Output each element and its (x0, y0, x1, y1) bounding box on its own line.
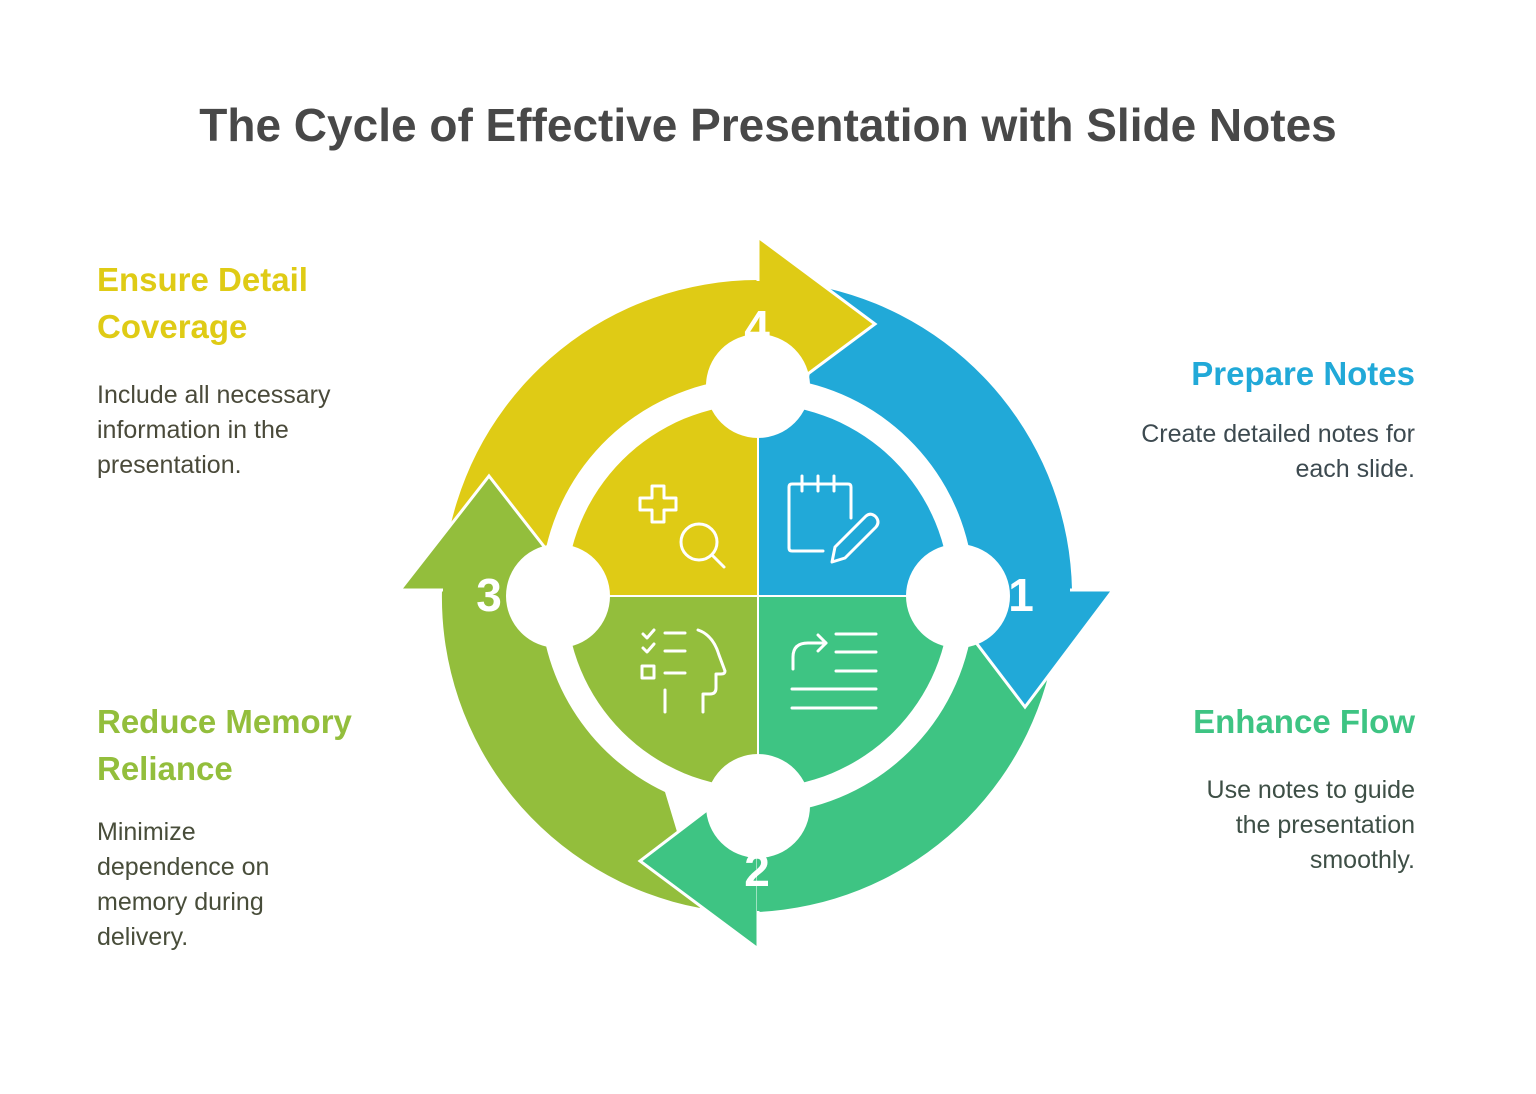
step-2-description: Use notes to guide the presentation smoo… (1206, 776, 1415, 874)
notch-top (706, 334, 810, 438)
step-3-arc (441, 590, 700, 908)
step-2-heading: Enhance Flow (1193, 703, 1415, 740)
step-4-description: Include all necessary information in the… (97, 381, 331, 479)
seam-fill-2 (757, 816, 765, 911)
step-1-description: Create detailed notes for each slide. (1141, 420, 1415, 483)
step-1-arc (808, 288, 1072, 590)
step-4-arc (450, 280, 758, 548)
step-3-description: Minimize dependence on memory during del… (97, 818, 270, 951)
quadrant-3 (566, 597, 757, 788)
step-4-number: 4 (744, 301, 770, 353)
page-title: The Cycle of Effective Presentation with… (199, 99, 1337, 151)
inner-quadrants (506, 334, 1010, 858)
step-3-number: 3 (476, 569, 502, 621)
seam-fill-3 (443, 588, 537, 594)
step-4-text: Ensure Detail Coverage Include all neces… (97, 256, 397, 483)
checklist-head-icon (640, 628, 727, 714)
seam-fill-1 (976, 586, 1070, 592)
quadrant-2 (759, 597, 950, 788)
step-1-text: Prepare Notes Create detailed notes for … (1095, 350, 1415, 487)
notch-right (906, 544, 1010, 648)
notch-bottom (706, 754, 810, 858)
step-2-arc (758, 640, 1052, 912)
step-2-number: 2 (744, 844, 770, 896)
seam-fill-4 (752, 281, 760, 376)
notch-left (506, 544, 610, 648)
quadrant-1 (759, 404, 950, 595)
step-1-number: 1 (1008, 569, 1034, 621)
quadrant-4 (566, 404, 757, 595)
step-3-heading: Reduce Memory Reliance (97, 703, 352, 787)
plus-magnifier-icon (638, 484, 726, 569)
redo-text-lines-icon (790, 632, 878, 710)
step-3-text: Reduce Memory Reliance Minimize dependen… (97, 698, 357, 955)
step-4-heading: Ensure Detail Coverage (97, 261, 308, 345)
step-2-text: Enhance Flow Use notes to guide the pres… (1095, 698, 1415, 878)
step-1-heading: Prepare Notes (1191, 355, 1415, 392)
notepad-pencil-icon (787, 474, 880, 564)
